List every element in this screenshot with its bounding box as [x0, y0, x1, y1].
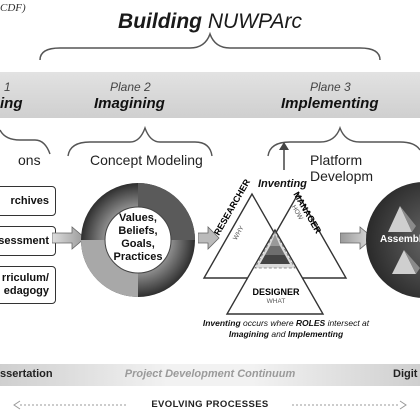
- left-box-curriculum: rriculum/ edagogy: [0, 266, 56, 304]
- assembly-label: Assembly: [380, 234, 420, 245]
- left-box-curriculum-line1: rriculum/: [1, 272, 49, 284]
- left-box-archives: rchives: [0, 186, 56, 216]
- roles-triangles: [202, 192, 348, 315]
- continuum-bar: [0, 364, 420, 386]
- section-middle-title: Concept Modeling: [90, 152, 203, 168]
- up-arrow-icon: [279, 142, 289, 170]
- plane-1-name: ing: [0, 95, 23, 112]
- arrow-to-circle-icon: [52, 226, 86, 250]
- continuum-right-label: Digit: [393, 368, 418, 380]
- top-brace: [39, 31, 381, 61]
- main-title-bold: Building: [118, 10, 203, 33]
- circle-line-goals: Goals,: [121, 238, 155, 250]
- plane-3-name: Implementing: [281, 95, 379, 112]
- caption-and: and: [268, 329, 288, 339]
- circle-line-beliefs: Beliefs,: [118, 225, 158, 237]
- left-box-archives-label: rchives: [10, 194, 49, 207]
- plane-braces: [0, 125, 420, 157]
- circle-line-practices: Practices: [113, 251, 163, 263]
- evolving-processes-label: EVOLVING PROCESSES: [151, 399, 269, 410]
- caption-inventing: Inventing: [202, 318, 241, 328]
- plane-1-number: 1: [4, 80, 11, 94]
- continuum-center-label: Project Development Continuum: [124, 368, 296, 380]
- plane-2-number: Plane 2: [110, 80, 151, 94]
- roles-caption: Inventing occurs where ROLES intersect a…: [196, 318, 376, 340]
- plane-3-number: Plane 3: [310, 80, 351, 94]
- evolving-arrows: [13, 400, 407, 410]
- main-title-rest: NUWPArc: [207, 10, 302, 33]
- caption-intersect: intersect at: [325, 318, 370, 328]
- circle-line-values: Values,: [119, 212, 157, 224]
- section-right-title: Platform Developm: [310, 152, 374, 184]
- role-designer-sub: WHAT: [266, 298, 286, 305]
- left-box-curriculum-line2: edagogy: [3, 285, 49, 297]
- left-box-assessment-label: sessment: [0, 234, 49, 247]
- plane-2-name: Imagining: [94, 95, 165, 112]
- continuum-left-label: ssertation: [0, 368, 53, 380]
- caption-implementing: Implementing: [287, 329, 344, 339]
- role-designer-label: DESIGNER: [252, 287, 300, 297]
- plane-band: [0, 72, 420, 118]
- caption-occurs: occurs where: [240, 318, 296, 328]
- caption-roles: ROLES: [295, 318, 326, 328]
- left-box-assessment: sessment: [0, 226, 56, 256]
- concept-circle: [81, 183, 195, 297]
- page-tag: CDF): [0, 2, 26, 14]
- assembly-circle: [366, 182, 420, 298]
- caption-imagining: Imagining: [228, 329, 269, 339]
- section-left-title: ons: [18, 152, 41, 168]
- arrow-to-roles-icon: [198, 226, 220, 250]
- inventing-label: Inventing: [258, 178, 307, 190]
- concept-circle-text: Values, Beliefs, Goals, Practices: [108, 212, 168, 264]
- main-title: Building NUWPArc: [0, 10, 420, 34]
